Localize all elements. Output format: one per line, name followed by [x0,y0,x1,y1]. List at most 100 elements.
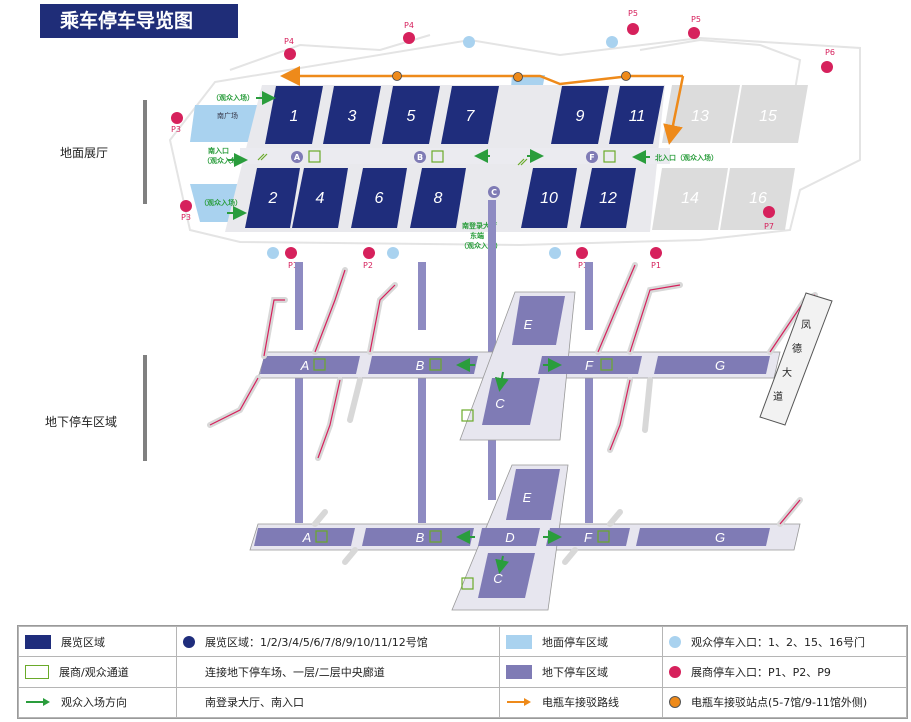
hall-swatch [25,634,51,649]
hall-12: 12 [599,190,617,207]
shuttle-stop-1 [392,71,402,81]
shuttle-route [663,75,685,145]
north-entry-label: 北入口（观众入场） [655,153,718,162]
visitor-entry-label-2: （观众入场） [200,198,242,207]
vertical-shafts [295,200,593,523]
underground-arrows [456,358,562,574]
hall-7: 7 [466,108,476,125]
ground-section-label: 地面展厅 [60,146,109,160]
hall-numbers: 1 3 5 7 9 11 2 4 6 8 10 12 [268,108,646,207]
road-name: 凤 德 大 道 [773,319,811,403]
hall-8: 8 [434,190,443,207]
point-A: A [294,153,301,162]
south-hall-label-3: （观众入场） [460,241,502,250]
ug2-zone-F: F [584,530,593,545]
p5-marker-b: P5 [691,15,701,24]
ug1-zone-A: A [300,358,310,373]
south-plaza-parking [190,105,265,142]
future-outline [168,34,861,247]
ug1-zone-F: F [585,358,594,373]
hall-dot-icon [183,635,195,648]
legend-entry-desc: 南登录大厅、南入口 [205,696,304,710]
hall-4: 4 [316,190,325,207]
south-entry-sub: （观众入场） [203,156,245,165]
underground-2-labels: A B D F G E C [302,490,725,586]
hall-3: 3 [348,108,357,125]
ug1-zone-E: E [524,317,533,332]
legend: 展览区域 展览区域：1/2/3/4/5/6/7/8/9/10/11/12号馆 地… [17,625,908,719]
hall-10: 10 [540,190,558,207]
p1-marker-c: P1 [651,261,661,270]
legend-visitor-gates: 观众停车入口：1、2、15、16号门 [691,635,865,649]
p3-marker-b: P3 [181,213,191,222]
underground-section-label: 地下停车区域 [45,415,118,429]
point-B: B [417,153,423,162]
hall-6: 6 [375,190,384,207]
p5-marker-a: P5 [628,9,638,18]
legend-corridor-desc: 连接地下停车场、一层/二层中央廊道 [205,665,385,679]
map-title: 乘车停车导览图 [40,4,238,38]
entry-arrow-icon [26,698,50,707]
south-hall-label-2: 东端 [470,231,484,240]
ug1-zone-B: B [416,358,425,373]
corridor-icon [25,664,49,679]
hall-14: 14 [681,190,699,207]
underground-parking-swatch [506,664,532,679]
road-char-2: 德 [792,342,802,355]
visitor-gate-dot-icon [669,635,681,648]
visitor-entry-label-1: （观众入场） [212,93,254,102]
hall-11: 11 [629,108,646,125]
legend-hall-area: 展览区域 [61,635,105,649]
future-hall-numbers: 13 15 14 16 [681,108,777,207]
legend-hall-list: 展览区域：1/2/3/4/5/6/7/8/9/10/11/12号馆 [205,635,428,649]
ground-section-bar [143,100,147,204]
corridor-points: A B C F [291,151,598,198]
underground-level-2 [249,464,801,611]
underground-parking-icons [313,358,613,590]
shuttle-route-top [280,66,683,86]
ug2-zone-E: E [523,490,532,505]
p7-marker: P7 [764,222,774,231]
p2-marker-a: P2 [363,261,373,270]
underground-section-bar [143,355,147,461]
legend-shuttle-route: 电瓶车接驳路线 [542,696,619,710]
hall-5: 5 [407,108,416,125]
ground-parking-swatch [506,634,532,649]
road [759,292,833,426]
p4-marker-a: P4 [284,37,294,46]
built-halls [245,86,664,228]
underground-level-1 [257,291,781,441]
ug2-zone-A: A [302,530,312,545]
legend-entry-direction: 观众入场方向 [61,696,127,710]
hall-1: 1 [290,108,299,125]
corridor-icons [257,150,616,166]
ug2-zone-D: D [505,530,514,545]
venue-map: 1 3 5 7 9 11 2 4 6 8 10 12 13 15 14 16 A… [168,9,861,611]
legend-underground-parking: 地下停车区域 [542,665,608,679]
p1-marker-b: P1 [578,261,588,270]
hall-13: 13 [691,108,709,125]
hall-9: 9 [576,108,585,125]
ug2-zone-C: C [493,571,503,586]
p1-marker-a: P1 [288,261,298,270]
p6-marker: P6 [825,48,835,57]
legend-corridor: 展商/观众通道 [59,665,129,679]
south-entry-label: 南入口 [208,146,229,155]
legend-shuttle-stops: 电瓶车接驳站点(5-7馆/9-11馆外侧) [691,696,868,710]
south-plaza-label: 南广场 [217,111,238,120]
legend-ground-parking: 地面停车区域 [542,635,608,649]
legend-exhibitor-parking: 展商停车入口：P1、P2、P9 [691,665,831,679]
visitor-gate-dots [267,36,618,259]
ug1-zone-C: C [495,396,505,411]
p3-marker-a: P3 [171,125,181,134]
hall-2: 2 [268,190,278,207]
ground-text-labels: 南广场 （观众入场） 南入口 （观众入场） （观众入场） 北入口（观众入场） 南… [200,93,718,250]
road-char-1: 凤 [801,319,811,331]
underground-1-labels: A B F G E C [300,317,725,411]
ug1-zone-G: G [715,358,725,373]
shuttle-stop-icon [669,696,681,709]
road-char-3: 大 [782,366,792,379]
road-char-4: 道 [773,390,783,403]
shuttle-stop-3 [621,71,631,81]
ug2-zone-G: G [715,530,725,545]
